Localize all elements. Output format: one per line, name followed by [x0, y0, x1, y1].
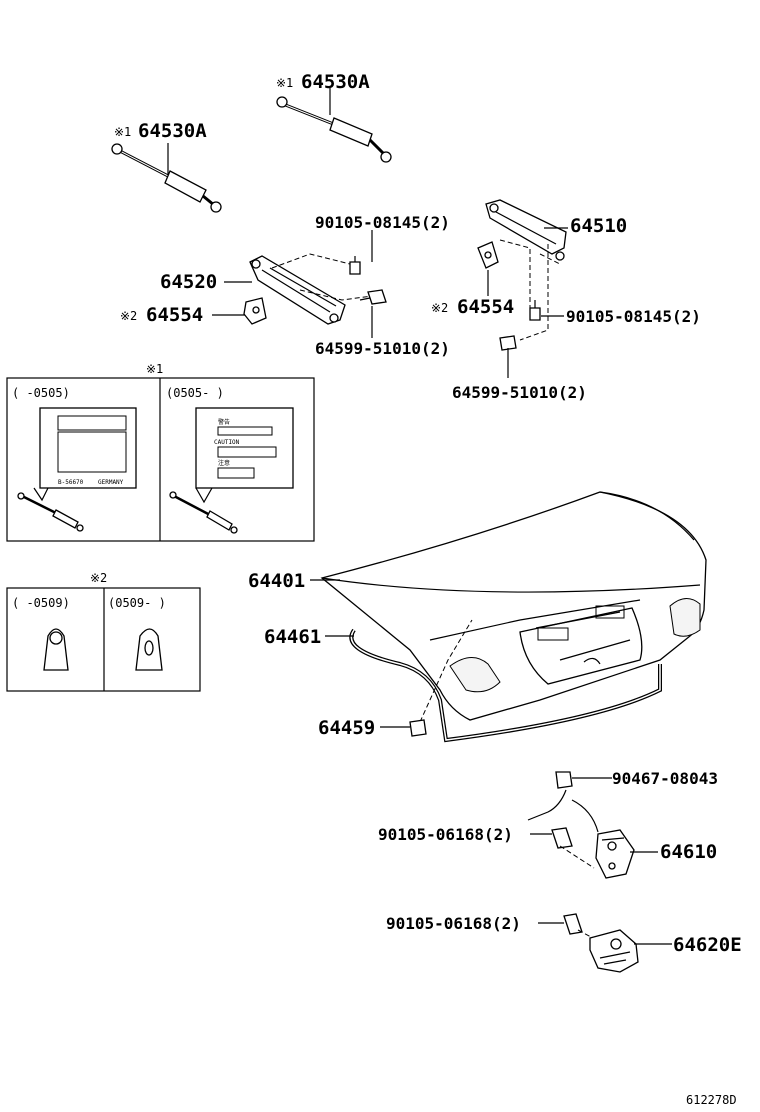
bracket-right[interactable]: [477, 241, 499, 269]
inset2-left-range: ( -0509): [12, 596, 70, 610]
part-label-64510[interactable]: 64510: [570, 215, 627, 237]
part-label-90467[interactable]: 90467-08043: [612, 769, 718, 788]
clip[interactable]: [555, 771, 573, 789]
part-label-64554-right[interactable]: 64554: [457, 296, 514, 318]
part-label-64610[interactable]: 64610: [660, 841, 717, 863]
stud-left[interactable]: [359, 289, 387, 305]
part-label-64554-left[interactable]: 64554: [146, 304, 203, 326]
inset1-title: ※1: [146, 362, 163, 376]
stud-right[interactable]: [499, 335, 517, 351]
inset1-right-line-1: 警告: [218, 418, 230, 426]
part-label-stud-right[interactable]: 64599-51010(2): [452, 383, 587, 402]
hinge-right[interactable]: [485, 199, 567, 261]
trunk-lid[interactable]: [320, 491, 707, 721]
gas-strut-lower[interactable]: [111, 143, 222, 213]
gas-strut-upper[interactable]: [276, 96, 392, 163]
bolt-right[interactable]: [529, 300, 541, 321]
inset1-left-code: B-56670: [58, 479, 84, 486]
part-label-bolt-right[interactable]: 90105-08145(2): [566, 307, 701, 326]
part-label-64530a-2[interactable]: 64530A: [138, 120, 207, 142]
inset2-left-bracket: [43, 628, 69, 671]
bracket-left[interactable]: [243, 297, 267, 325]
inset1-right-label: 警告 CAUTION 注意: [169, 407, 294, 534]
inset1-left-country: GERMANY: [98, 479, 124, 486]
hinge-left[interactable]: [249, 255, 346, 325]
part-label-64520[interactable]: 64520: [160, 271, 217, 293]
part-label-bolt-motor[interactable]: 90105-06168(2): [386, 914, 521, 933]
part-label-64461[interactable]: 64461: [264, 626, 321, 648]
cushion[interactable]: [409, 719, 427, 737]
part-label-bolt-lock[interactable]: 90105-06168(2): [378, 825, 513, 844]
door-lock[interactable]: [595, 829, 635, 879]
inset2-box: [6, 587, 201, 692]
inset2-title: ※2: [90, 571, 107, 585]
bracket-mark-right: ※2: [431, 301, 448, 315]
bolt-lock[interactable]: [551, 827, 573, 849]
part-label-64401[interactable]: 64401: [248, 570, 305, 592]
inset1-right-range: (0505- ): [166, 386, 224, 400]
part-label-stud-left[interactable]: 64599-51010(2): [315, 339, 450, 358]
strut-mark-2: ※1: [114, 125, 131, 139]
strut-mark-1: ※1: [276, 76, 293, 90]
inset1-left-label: B-56670 GERMANY: [17, 407, 137, 532]
opener-motor[interactable]: [589, 929, 639, 973]
inset1-box: [6, 377, 315, 542]
inset1-left-range: ( -0505): [12, 386, 70, 400]
inset2-right-range: (0509- ): [108, 596, 166, 610]
part-label-64530a-1[interactable]: 64530A: [301, 71, 370, 93]
figure-id: 612278D: [686, 1093, 737, 1107]
inset1-right-line-3: 注意: [218, 459, 230, 467]
weatherstrip-seal[interactable]: [349, 628, 662, 743]
inset2-right-bracket: [135, 628, 163, 671]
part-label-64459[interactable]: 64459: [318, 717, 375, 739]
inset1-right-line-2: CAUTION: [214, 439, 240, 446]
bolt-left[interactable]: [349, 256, 361, 275]
bracket-mark-left: ※2: [120, 309, 137, 323]
part-label-64620e[interactable]: 64620E: [673, 934, 742, 956]
part-label-bolt-left[interactable]: 90105-08145(2): [315, 213, 450, 232]
